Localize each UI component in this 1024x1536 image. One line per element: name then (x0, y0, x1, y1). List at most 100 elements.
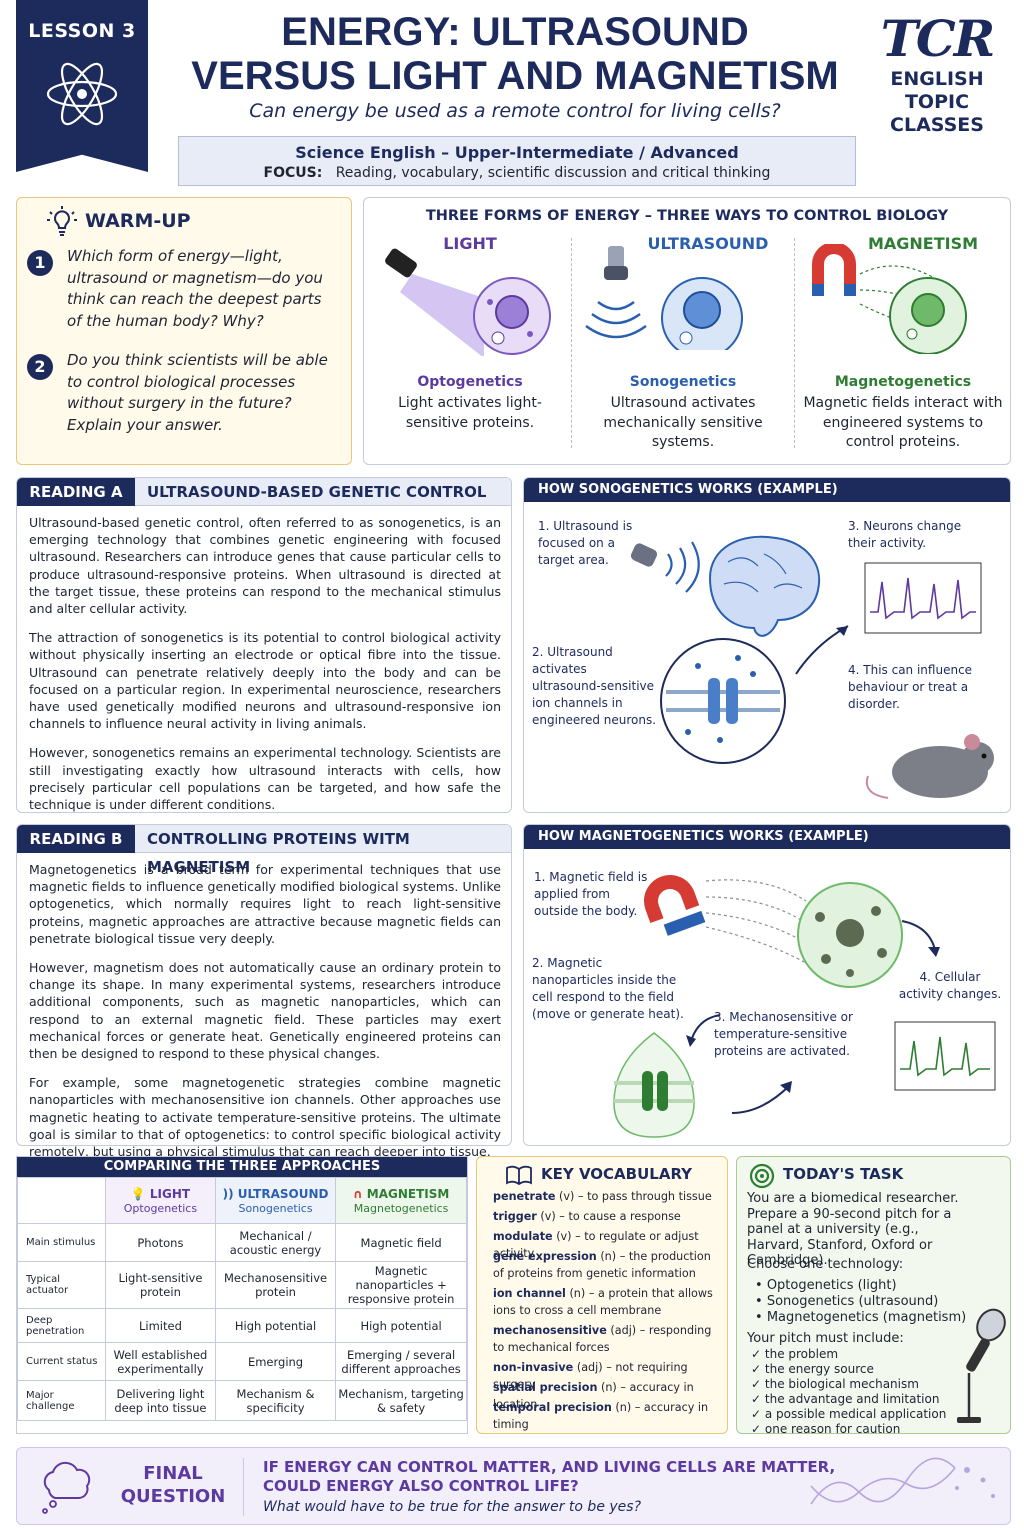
task-check: ✓ the problem (751, 1347, 838, 1363)
book-icon (506, 1165, 532, 1185)
reading-a-paragraph: Ultrasound-based genetic control, often … (29, 515, 501, 617)
task-option: • Sonogenetics (ultrasound) (755, 1294, 939, 1309)
magnet-cell-icon (812, 244, 967, 354)
vocab-definition: (n) – accuracy in timing (493, 1401, 709, 1431)
target-icon (749, 1163, 775, 1189)
final-question-line: COULD ENERGY ALSO CONTROL LIFE? (263, 1477, 579, 1495)
reading-a-header: READING A ULTRASOUND-BASED GENETIC CONTR… (17, 478, 511, 506)
membrane-channel-illustration (613, 1032, 695, 1138)
flashlight-cell-icon (385, 248, 551, 356)
final-subquestion: What would have to be true for the answe… (263, 1499, 642, 1515)
arrow-icon (731, 1081, 792, 1114)
check-icon: ✓ (751, 1392, 762, 1406)
table-cell: Limited (105, 1308, 216, 1343)
question-number: 2 (27, 354, 53, 380)
table-corner (17, 1177, 106, 1224)
final-label-line: FINAL (143, 1463, 203, 1484)
vocab-item: penetrate (v) – to pass through tissue (493, 1189, 721, 1206)
optogenetics-label: Optogenetics (417, 374, 523, 390)
table-cell: Mechanism, targeting & safety (335, 1380, 467, 1421)
arrow-icon (686, 1014, 721, 1047)
task-check-text: one reason for caution (764, 1422, 901, 1436)
brain-probe-illustration (630, 535, 821, 637)
task-check-text: the biological mechanism (764, 1377, 919, 1391)
vocab-term: penetrate (493, 1190, 556, 1203)
reading-b-paragraph: However, magnetism does not automaticall… (29, 960, 501, 1062)
vocab-term: mechanosensitive (493, 1324, 607, 1337)
magnetogenetics-diagram-title: HOW MAGNETOGENETICS WORKS (EXAMPLE) (524, 825, 1010, 849)
row-label: Main stimulus (17, 1223, 106, 1262)
logo-line-2: TOPIC CLASSES (890, 91, 984, 136)
sono-step-1: 1. Ultrasound is focused on a target are… (538, 519, 633, 567)
table-cell: Magnetic nanoparticles + responsive prot… (335, 1261, 467, 1309)
forms-title: THREE FORMS OF ENERGY – THREE WAYS TO CO… (425, 208, 949, 224)
logo-mark: TCR (880, 9, 996, 68)
table-cell: Mechanosensitive protein (214, 1261, 337, 1309)
task-check: ✓ the biological mechanism (751, 1377, 919, 1393)
row-label: Deep penetration (17, 1308, 106, 1343)
reading-a-body: Ultrasound-based genetic control, often … (29, 514, 501, 825)
task-option: • Magnetogenetics (magnetism) (755, 1310, 967, 1325)
ultrasound-description: Ultrasound activates mechanically sensit… (603, 395, 763, 450)
table-cell: Mechanical / acoustic energy (214, 1223, 337, 1262)
page-title: ENERGY: ULTRASOUND VERSUS LIGHT AND MAGN… (170, 10, 860, 98)
reading-a-paragraph: However, sonogenetics remains an experim… (29, 745, 501, 813)
lesson-label: LESSON 3 (28, 20, 136, 42)
vocab-item: trigger (v) – to cause a response (493, 1209, 721, 1226)
table-row: Typical actuator Light-sensitive protein… (17, 1261, 467, 1309)
sound-wave-icon: )) (222, 1186, 234, 1201)
reading-b-header: READING B CONTROLLING PROTEINS WITM MAGN… (17, 825, 511, 876)
page-subtitle: Can energy be used as a remote control f… (249, 100, 781, 122)
light-column: LIGHT Optogenetics Light activates light… (372, 234, 568, 454)
dna-icon (810, 1457, 995, 1505)
vocab-term: spatial precision (493, 1381, 598, 1394)
col-title: ULTRASOUND (237, 1186, 329, 1201)
sonogenetics-diagram: HOW SONOGENETICS WORKS (EXAMPLE) 1. Ultr… (523, 477, 1011, 813)
sono-step-2: 2. Ultrasound activates ultrasound-sensi… (532, 645, 657, 727)
magneto-step-1: 1. Magnetic field is applied from outsid… (534, 870, 648, 918)
warmup-panel: WARM-UP 1 Which form of energy—light, ul… (16, 197, 352, 465)
vocab-item: spatial precision (n) – accuracy in loca… (493, 1380, 721, 1413)
vocab-term: ion channel (493, 1287, 566, 1300)
vocab-definition: (n) – accuracy in location (493, 1381, 694, 1411)
vocab-item: temporal precision (n) – accuracy in tim… (493, 1400, 721, 1433)
task-check-text: the energy source (764, 1362, 874, 1376)
magneto-step-3: 3. Mechanosensitive or temperature-sensi… (714, 1010, 853, 1058)
vocab-definition: (n) – the production of proteins from ge… (493, 1250, 711, 1280)
reading-b-tag: READING B (17, 825, 135, 853)
vocab-definition: (adj) – responding to mechanical forces (493, 1324, 712, 1354)
sono-step-4: 4. This can influence behaviour or treat… (848, 663, 973, 711)
magneto-step-2: 2. Magnetic nanoparticles inside the cel… (532, 956, 684, 1021)
vocab-term: non-invasive (493, 1361, 574, 1374)
divider (571, 238, 572, 448)
task-check: ✓ one reason for caution (751, 1422, 900, 1438)
vocabulary-panel: KEY VOCABULARY penetrate (v) – to pass t… (476, 1156, 728, 1434)
sono-step-3: 3. Neurons change their activity. (848, 519, 962, 550)
ultrasound-column: ULTRASOUND Sonogenetics Ultrasound activ… (576, 234, 790, 454)
table-cell: Magnetic field (335, 1223, 467, 1262)
table-row: Deep penetration Limited High potential … (17, 1308, 467, 1343)
task-check-text: the problem (764, 1347, 839, 1361)
magnet-icon: ∩ (352, 1186, 363, 1201)
table-row: Current status Well established experime… (17, 1342, 467, 1381)
task-check: ✓ the energy source (751, 1362, 874, 1378)
question-number: 1 (27, 250, 53, 276)
vocab-term: gene expression (493, 1250, 597, 1263)
check-icon: ✓ (751, 1407, 762, 1421)
col-sub: Optogenetics (123, 1201, 198, 1215)
reading-b-panel: READING B CONTROLLING PROTEINS WITM MAGN… (16, 824, 512, 1159)
final-label-line: QUESTION (120, 1486, 226, 1507)
ultrasound-probe-cell-icon (585, 246, 743, 350)
tcr-logo: TCR ENGLISH TOPIC CLASSES (862, 10, 1012, 137)
mouse-illustration (866, 734, 994, 799)
vocabulary-title: KEY VOCABULARY (541, 1165, 693, 1183)
divider (794, 238, 795, 448)
ion-channel-illustration (660, 638, 786, 764)
table-cell: Light-sensitive protein (105, 1261, 216, 1309)
magneto-step-4: 4. Cellular activity changes. (898, 970, 1002, 1001)
table-cell: Photons (105, 1223, 216, 1262)
lesson-badge: LESSON 3 (16, 0, 148, 172)
